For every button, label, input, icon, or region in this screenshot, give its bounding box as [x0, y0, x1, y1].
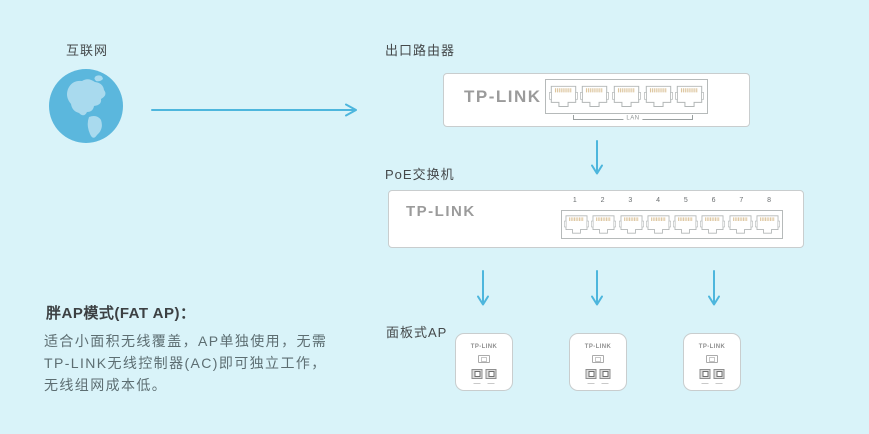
rj45-port-icon: [611, 85, 641, 107]
rj45-port-icon: [643, 85, 673, 107]
ap-port-icon: [699, 369, 711, 379]
ap-brand: TP-LINK: [584, 344, 612, 350]
port-number: 7: [739, 197, 744, 204]
ap-port-icon: [599, 369, 611, 379]
description-line: 适合小面积无线覆盖，AP单独使用，无需: [44, 333, 328, 349]
rj45-port-icon: [618, 214, 644, 234]
ap-led-indicator: [592, 355, 604, 363]
ap-ports: [699, 369, 725, 379]
arrow-internet-to-router-icon: [151, 103, 357, 117]
panel-ap-device-2: TP-LINK: [569, 333, 627, 391]
port-number: 8: [767, 197, 772, 204]
description-line: TP-LINK无线控制器(AC)即可独立工作，: [44, 355, 327, 371]
ap-port-icon: [585, 369, 597, 379]
panel-ap-device-1: TP-LINK: [455, 333, 513, 391]
globe-icon: [49, 69, 123, 143]
rj45-port-icon: [675, 85, 705, 107]
arrow-switch-to-ap3-icon: [708, 270, 720, 306]
router-ports: [545, 79, 708, 114]
ap-port-icon: [471, 369, 483, 379]
description-title: 胖AP模式(FAT AP)：: [46, 305, 196, 322]
ap-port-labels: [701, 383, 723, 384]
ap-label: 面板式AP: [386, 325, 448, 340]
rj45-port-icon: [727, 214, 753, 234]
ap-ports: [471, 369, 497, 379]
port-number: 2: [600, 197, 605, 204]
port-number: 5: [683, 197, 688, 204]
rj45-port-icon: [700, 214, 726, 234]
port-number: 3: [628, 197, 633, 204]
rj45-port-icon: [548, 85, 578, 107]
router-device: TP-LINK LAN: [443, 73, 750, 127]
description-body: 适合小面积无线覆盖，AP单独使用，无需 TP-LINK无线控制器(AC)即可独立…: [44, 330, 327, 396]
router-brand: TP-LINK: [464, 87, 542, 106]
description-line: 无线组网成本低。: [44, 377, 168, 393]
ap-led-indicator: [706, 355, 718, 363]
arrow-router-to-switch-icon: [591, 140, 603, 175]
switch-brand: TP-LINK: [406, 203, 476, 220]
ap-port-labels: [473, 383, 495, 384]
rj45-port-icon: [754, 214, 780, 234]
ap-port-labels: [587, 383, 609, 384]
router-lan-label: LAN: [623, 115, 643, 122]
port-number: 1: [572, 197, 577, 204]
ap-brand: TP-LINK: [698, 344, 726, 350]
arrow-switch-to-ap2-icon: [591, 270, 603, 306]
ap-ports: [585, 369, 611, 379]
port-number: 6: [711, 197, 716, 204]
rj45-port-icon: [645, 214, 671, 234]
switch-ports: [561, 210, 783, 239]
ap-port-icon: [485, 369, 497, 379]
panel-ap-device-3: TP-LINK: [683, 333, 741, 391]
port-number: 4: [656, 197, 661, 204]
rj45-port-icon: [591, 214, 617, 234]
rj45-port-icon: [564, 214, 590, 234]
switch-label: PoE交换机: [385, 167, 455, 182]
switch-device: TP-LINK 1 2 3 4 5 6 7 8: [388, 190, 804, 248]
ap-port-icon: [713, 369, 725, 379]
ap-brand: TP-LINK: [470, 344, 498, 350]
rj45-port-icon: [580, 85, 610, 107]
router-label: 出口路由器: [385, 43, 456, 58]
arrow-switch-to-ap1-icon: [477, 270, 489, 306]
switch-port-numbers: 1 2 3 4 5 6 7 8: [561, 197, 783, 204]
internet-label: 互联网: [66, 43, 109, 58]
rj45-port-icon: [673, 214, 699, 234]
ap-led-indicator: [478, 355, 490, 363]
router-lan-bracket: LAN: [573, 115, 693, 122]
